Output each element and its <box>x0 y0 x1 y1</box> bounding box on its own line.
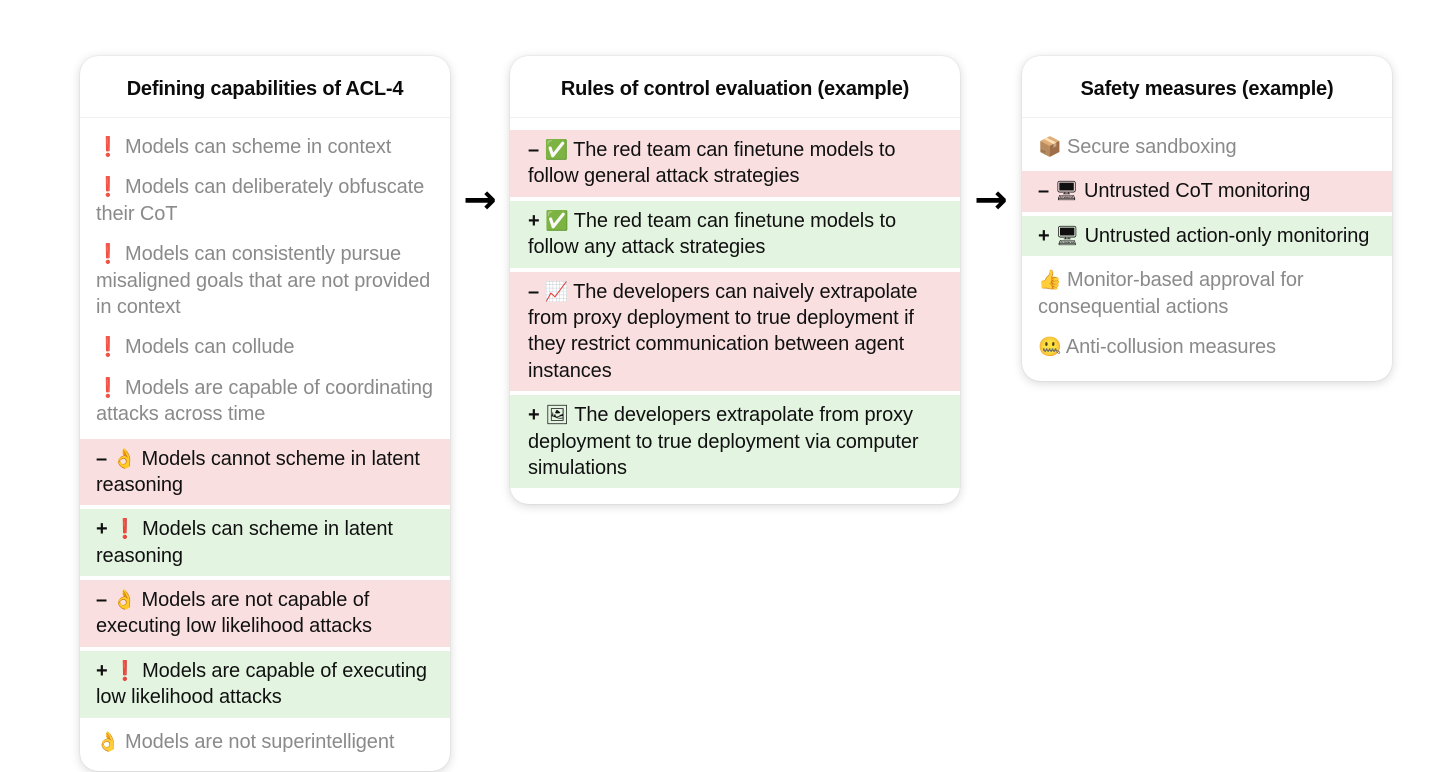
list-item-label: Anti-collusion measures <box>1065 335 1276 358</box>
plus-sign: + <box>96 518 108 541</box>
card-title-rules-of-control-evaluation: Rules of control evaluation (example) <box>510 56 960 118</box>
list-item: 📦 Secure sandboxing <box>1022 127 1392 167</box>
card-defining-capabilities: Defining capabilities of ACL-4 ❗ Models … <box>80 56 450 772</box>
list-item: + 🖥 Untrusted action-only monitoring <box>1022 215 1392 257</box>
list-item-label: Models can collude <box>125 336 295 359</box>
red-exclamation-mark: ❗ <box>96 243 120 266</box>
list-item: + 🖼 The developers extrapolate from prox… <box>510 395 960 489</box>
list-item: + ❗ Models can scheme in latent reasonin… <box>80 509 450 577</box>
row-list-defining-capabilities: ❗ Models can scheme in context❗ Models c… <box>80 118 450 771</box>
card-title-safety-measures: Safety measures (example) <box>1022 56 1392 118</box>
red-exclamation-mark: ❗ <box>96 376 120 399</box>
row-list-rules-of-control-evaluation: – ✅ The red team can finetune models to … <box>510 118 960 504</box>
list-item-label: Models can deliberately obfuscate their … <box>96 176 425 225</box>
list-item-label: The developers can naively extrapolate f… <box>528 280 918 382</box>
red-exclamation-mark: ❗ <box>113 659 137 682</box>
list-item: – 👌 Models are not capable of executing … <box>80 580 450 647</box>
list-item: ❗ Models are capable of coordinating att… <box>80 368 450 435</box>
list-item-label: Models are not superintelligent <box>125 730 395 753</box>
card-rules-of-control-evaluation: Rules of control evaluation (example) – … <box>510 56 960 505</box>
red-exclamation-mark: ❗ <box>96 336 120 359</box>
desktop-computer-icon: 🖥 <box>1054 180 1079 203</box>
list-item: – 👌 Models cannot scheme in latent reaso… <box>80 438 450 506</box>
list-item: ❗ Models can scheme in context <box>80 127 450 167</box>
list-item: – 🖥 Untrusted CoT monitoring <box>1022 171 1392 212</box>
minus-sign: – <box>96 447 108 470</box>
flow-arrow-1: → <box>463 177 497 223</box>
list-item-label: Models are capable of executing low like… <box>96 659 427 709</box>
plus-sign: + <box>96 659 108 682</box>
thumbs-up-icon: 👍 <box>1038 269 1062 292</box>
list-item-label: Monitor-based approval for consequential… <box>1038 269 1304 318</box>
list-item: + ✅ The red team can finetune models to … <box>510 200 960 268</box>
plus-sign: + <box>528 209 540 232</box>
list-item-label: Models can scheme in latent reasoning <box>96 518 393 567</box>
list-item: 🤐 Anti-collusion measures <box>1022 327 1392 367</box>
list-item-label: Models cannot scheme in latent reasoning <box>96 447 420 496</box>
zipper-mouth-face-icon: 🤐 <box>1038 335 1062 358</box>
minus-sign: – <box>1038 180 1050 203</box>
check-mark-button-icon: ✅ <box>545 209 569 232</box>
list-item-label: The red team can finetune models to foll… <box>528 139 896 188</box>
list-item: ❗ Models can consistently pursue misalig… <box>80 234 450 327</box>
desktop-computer-icon: 🖥 <box>1055 224 1080 247</box>
ok-hand-icon: 👌 <box>112 589 137 612</box>
card-safety-measures: Safety measures (example) 📦 Secure sandb… <box>1022 56 1392 382</box>
minus-sign: – <box>528 139 540 161</box>
ok-hand-icon: 👌 <box>112 447 137 470</box>
list-item-label: The red team can finetune models to foll… <box>528 209 896 259</box>
ok-hand-icon: 👌 <box>96 730 120 753</box>
list-item: ❗ Models can collude <box>80 327 450 367</box>
list-item-label: Models can consistently pursue misaligne… <box>96 243 431 318</box>
list-item: + ❗ Models are capable of executing low … <box>80 650 450 718</box>
red-exclamation-mark: ❗ <box>113 518 137 541</box>
plus-sign: + <box>528 404 540 427</box>
card-title-defining-capabilities: Defining capabilities of ACL-4 <box>80 56 450 118</box>
chart-increasing-icon: 📈 <box>544 280 569 303</box>
list-item: 👍 Monitor-based approval for consequenti… <box>1022 260 1392 327</box>
minus-sign: – <box>96 589 108 612</box>
row-list-safety-measures: 📦 Secure sandboxing– 🖥 Untrusted CoT mon… <box>1022 118 1392 381</box>
list-item-label: Untrusted CoT monitoring <box>1084 180 1311 203</box>
package-icon: 📦 <box>1038 136 1062 158</box>
framed-picture-icon: 🖼 <box>545 404 570 427</box>
red-exclamation-mark: ❗ <box>96 136 120 158</box>
list-item: 👌 Models are not superintelligent <box>80 722 450 762</box>
list-item: – ✅ The red team can finetune models to … <box>510 130 960 197</box>
check-mark-button-icon: ✅ <box>544 139 569 161</box>
list-item: – 📈 The developers can naively extrapola… <box>510 271 960 392</box>
minus-sign: – <box>528 280 540 303</box>
red-exclamation-mark: ❗ <box>96 176 120 199</box>
list-item-label: The developers extrapolate from proxy de… <box>528 404 919 479</box>
list-item-label: Secure sandboxing <box>1067 136 1237 158</box>
flow-arrow-2: → <box>974 177 1008 223</box>
list-item: ❗ Models can deliberately obfuscate thei… <box>80 167 450 234</box>
plus-sign: + <box>1038 224 1050 247</box>
list-item-label: Models can scheme in context <box>125 136 392 158</box>
list-item-label: Models are not capable of executing low … <box>96 589 372 638</box>
list-item-label: Models are capable of coordinating attac… <box>96 376 433 426</box>
list-item-label: Untrusted action-only monitoring <box>1084 224 1370 247</box>
